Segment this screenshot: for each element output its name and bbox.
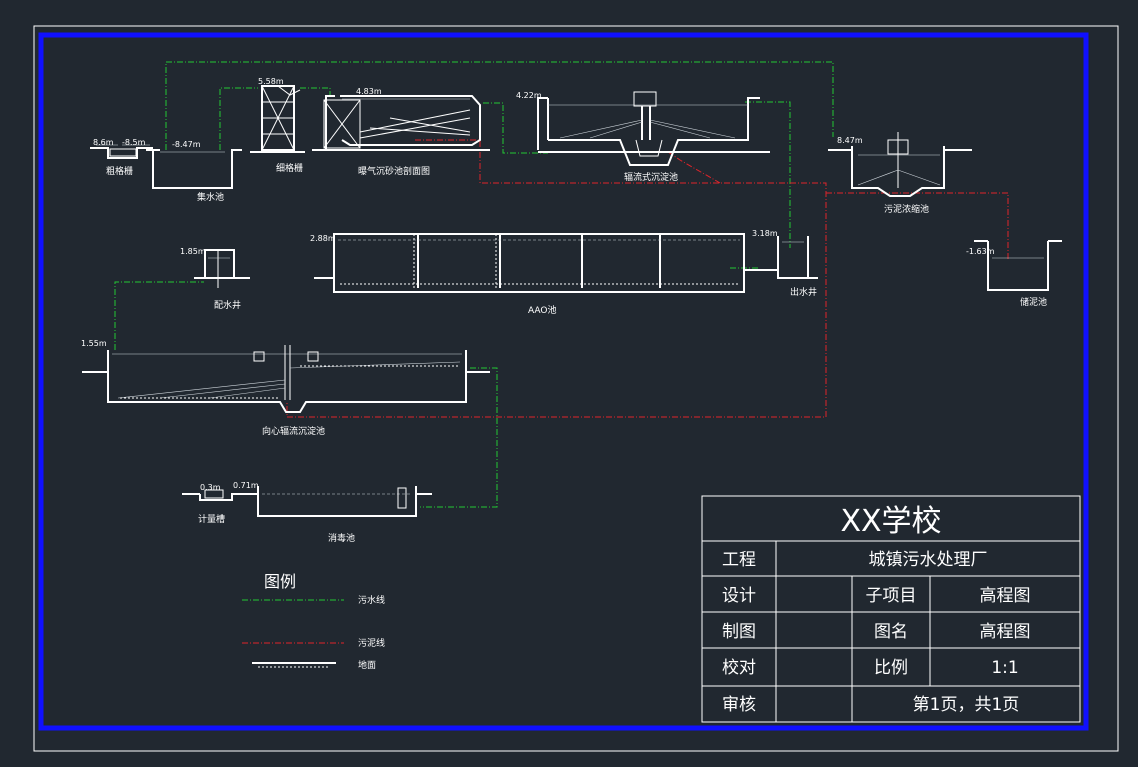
tb-project-value: 城镇污水处理厂 xyxy=(869,550,988,570)
tb-row4-col4: 1:1 xyxy=(991,658,1018,678)
sludge-tank-label: 储泥池 xyxy=(1020,296,1047,308)
outlet-well-level: 3.18m xyxy=(752,229,778,238)
tb-row3-col3: 图名 xyxy=(874,622,908,642)
school-name: XX学校 xyxy=(840,504,941,539)
thickener-label: 污泥浓缩池 xyxy=(884,203,929,215)
fine-screen: 5.58m 细格栅 xyxy=(250,77,305,174)
clarifier-level: 1.55m xyxy=(81,339,107,348)
coarse-screen-level-b: -8.5m xyxy=(122,138,146,147)
distribution-well-label: 配水井 xyxy=(214,299,241,311)
tb-row2-label: 设计 xyxy=(722,586,756,606)
tb-row3-col4: 高程图 xyxy=(980,622,1031,642)
clarifier-label: 向心辐流沉淀池 xyxy=(262,425,325,437)
metering-tank-label: 计量槽 xyxy=(198,513,225,525)
outer-frame xyxy=(33,25,1119,752)
distribution-well: 1.85m 配水井 xyxy=(180,247,250,311)
metering-tank-level: 0.3m xyxy=(200,483,221,492)
outlet-well-label: 出水井 xyxy=(790,286,817,298)
disinfection-tank-label: 消毒池 xyxy=(328,532,355,544)
disinfection-tank-level: 0.71m xyxy=(233,481,259,490)
fine-screen-level: 5.58m xyxy=(258,77,284,86)
legend: 图例 污水线 污泥线 地面 xyxy=(242,572,385,671)
radial-sedimentation-tank: 4.22m 辐流式沉淀池 xyxy=(516,91,770,183)
tb-page-info: 第1页，共1页 xyxy=(913,695,1020,715)
aao-tank: 2.88m AAO池 xyxy=(310,233,778,316)
aao-tank-label: AAO池 xyxy=(528,304,557,316)
tb-row2-col4: 高程图 xyxy=(980,586,1031,606)
radial-tank-level: 4.22m xyxy=(516,91,542,100)
coarse-screen-level-a: 8.6m xyxy=(93,138,114,147)
tb-row4-label: 校对 xyxy=(722,658,756,678)
legend-title: 图例 xyxy=(264,572,296,591)
sludge-storage-tank: -1.63m 储泥池 xyxy=(966,240,1062,308)
sludge-tank-level: -1.63m xyxy=(966,247,995,256)
legend-ground-label: 地面 xyxy=(358,659,376,671)
collection-tank: -8.47m 集水池 xyxy=(146,140,242,203)
tb-row1-label: 工程 xyxy=(722,550,756,570)
metering-tank: 0.3m 计量槽 xyxy=(182,483,258,525)
distribution-well-level: 1.85m xyxy=(180,247,206,256)
sewage-lines xyxy=(114,61,834,508)
disinfection-tank: 0.71m 消毒池 xyxy=(233,481,432,544)
tb-row3-label: 制图 xyxy=(722,622,756,642)
sludge-thickener: 8.47m 污泥浓缩池 xyxy=(828,132,972,215)
inner-frame xyxy=(38,32,1089,731)
radial-tank-label: 辐流式沉淀池 xyxy=(624,171,678,183)
collection-tank-label: 集水池 xyxy=(197,191,224,203)
grit-chamber-label: 曝气沉砂池剖面图 xyxy=(358,165,430,177)
tb-row2-col3: 子项目 xyxy=(866,586,917,606)
fine-screen-label: 细格栅 xyxy=(276,162,303,174)
coarse-screen: 8.6m -8.5m 粗格栅 xyxy=(90,138,153,177)
aao-tank-level: 2.88m xyxy=(310,234,336,243)
tb-row5-label: 审核 xyxy=(722,695,756,715)
thickener-level: 8.47m xyxy=(837,136,863,145)
legend-sewage-label: 污水线 xyxy=(358,594,385,606)
tb-row4-col3: 比例 xyxy=(874,658,908,678)
title-block: XX学校 工程 城镇污水处理厂 设计 子项目 高程图 制图 图名 高程图 校对 … xyxy=(701,495,1081,723)
coarse-screen-label: 粗格栅 xyxy=(106,165,133,177)
legend-sludge-label: 污泥线 xyxy=(358,637,385,649)
outlet-well: 3.18m 出水井 xyxy=(752,229,818,298)
collection-tank-level: -8.47m xyxy=(172,140,201,149)
aerated-grit-chamber: 4.83m 曝气沉砂池剖面图 xyxy=(312,87,490,177)
grit-chamber-level: 4.83m xyxy=(356,87,382,96)
secondary-clarifier: 1.55m 向心辐流沉淀池 xyxy=(81,339,490,437)
